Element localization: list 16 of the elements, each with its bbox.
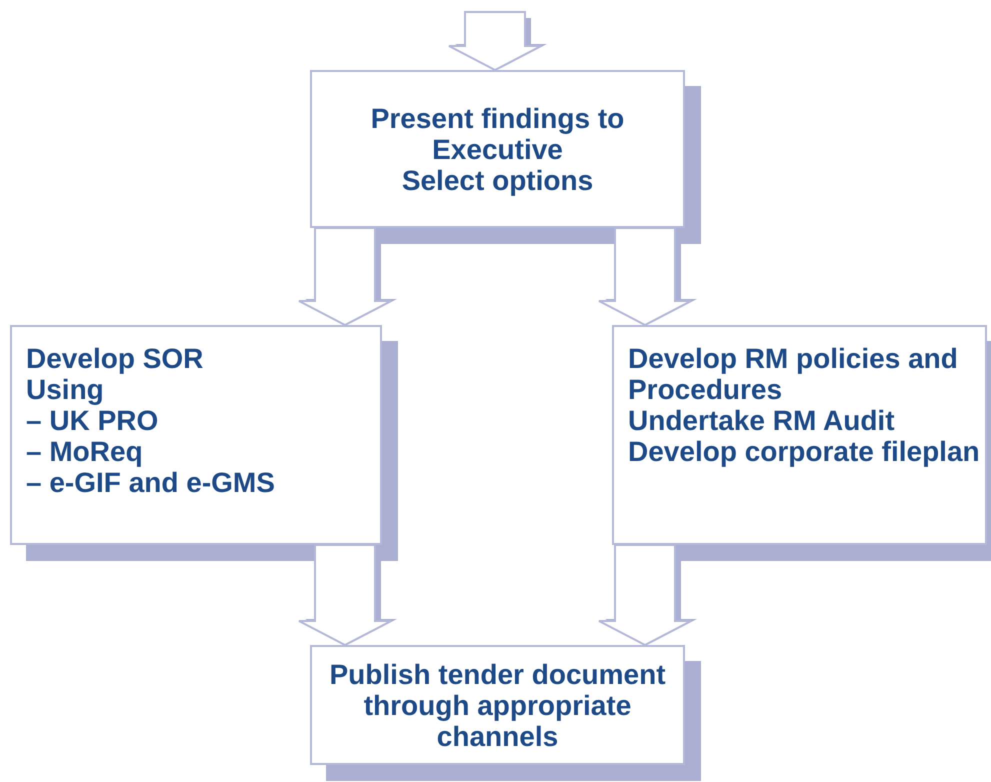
box-text: Develop SOR [26, 343, 204, 374]
box-text: Present findings to Executive [370, 102, 626, 164]
box-text: Publish tender document through appropriate channels [328, 658, 667, 752]
box-text: Select options [402, 164, 594, 196]
box-text: Undertake RM Audit [628, 405, 896, 436]
block-arrow [298, 227, 397, 326]
block-arrow [298, 544, 397, 646]
box-text: Develop RM policies and Procedures [628, 343, 959, 405]
box-text: – UK PRO [26, 405, 160, 436]
block-arrow [598, 227, 697, 326]
block-arrow [448, 11, 547, 72]
box-text: – MoReq [26, 436, 144, 467]
box-text: – e-GIF and e-GMS [26, 467, 276, 498]
box-text: Develop corporate fileplan [628, 436, 981, 467]
block-arrow [598, 544, 697, 646]
box-text: Using [26, 374, 105, 405]
